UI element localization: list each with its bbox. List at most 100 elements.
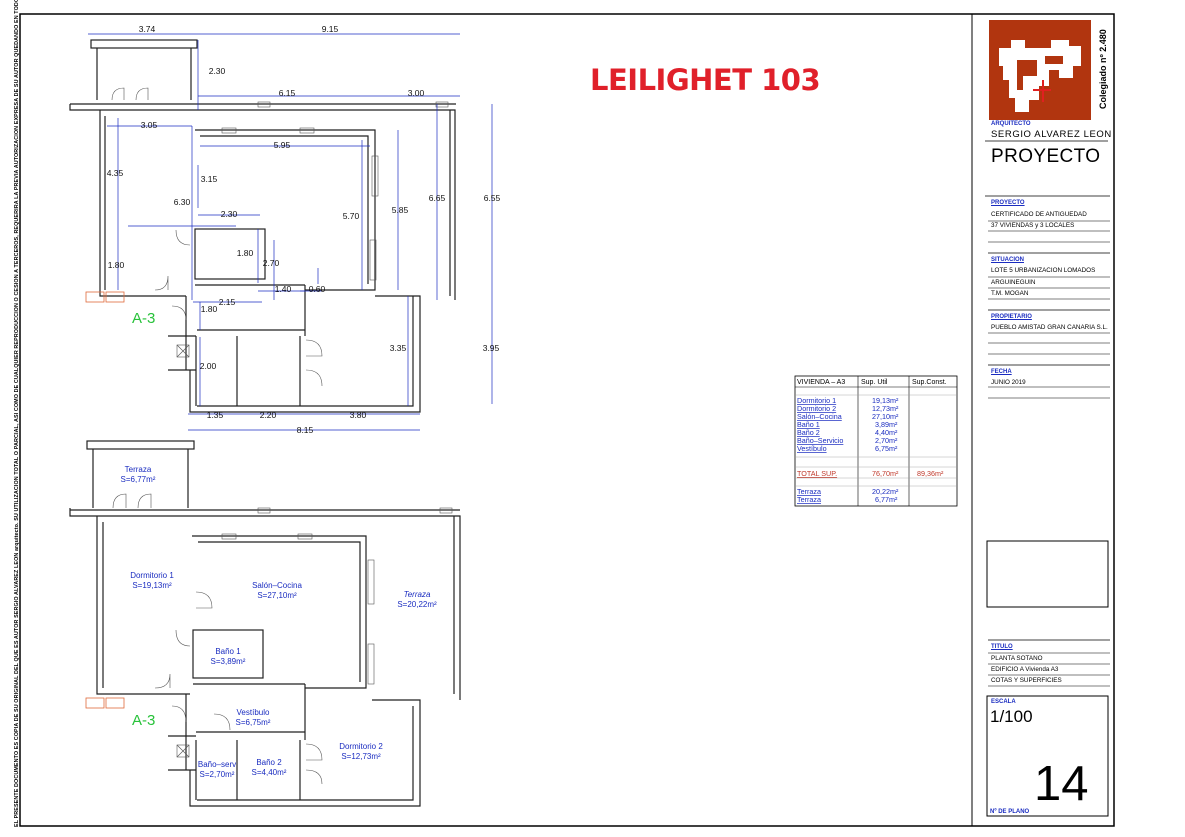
room-name: Baño–serv bbox=[198, 760, 236, 769]
architect-name: SERGIO ALVAREZ LEON bbox=[991, 129, 1112, 140]
dimension-label: 6.15 bbox=[279, 88, 296, 98]
dimension-label: 5.70 bbox=[343, 211, 360, 221]
table-header-util: Sup. Util bbox=[861, 379, 888, 386]
room-name: Terraza bbox=[125, 465, 152, 474]
plano-label: Nº DE PLANO bbox=[990, 809, 1030, 815]
table-room-area: 12,73m² bbox=[872, 404, 899, 413]
page-title: LEILIGHET 103 bbox=[590, 63, 821, 97]
table-total-util: 76,70m² bbox=[872, 469, 899, 478]
architect-label: ARQUITECTO bbox=[991, 121, 1031, 127]
proyecto-label: PROYECTO bbox=[991, 200, 1025, 206]
table-header-const: Sup.Const. bbox=[912, 379, 947, 386]
dimension-label: 3.15 bbox=[201, 174, 218, 184]
titulo-line-3: COTAS Y SUPERFICIES bbox=[991, 677, 1062, 684]
room-area: S=6,75m² bbox=[236, 718, 271, 727]
table-room-area: 27,10m² bbox=[872, 412, 899, 421]
dimension-label: 3.95 bbox=[483, 343, 500, 353]
dimension-label: 6.30 bbox=[174, 197, 191, 207]
table-room-area: 19,13m² bbox=[872, 396, 899, 405]
room-area: S=27,10m² bbox=[257, 591, 297, 600]
dimension-label: 2.70 bbox=[263, 258, 280, 268]
dimension-label: 3.80 bbox=[350, 410, 367, 420]
propietario-line-1: PUEBLO AMISTAD GRAN CANARIA S.L. bbox=[991, 324, 1108, 331]
table-room-name: Vestíbulo bbox=[797, 444, 827, 453]
titulo-label: TITULO bbox=[991, 644, 1013, 650]
dimension-label: 2.20 bbox=[260, 410, 277, 420]
dimension-label: 5.95 bbox=[274, 140, 291, 150]
titulo-line-2: EDIFICIO A Vivienda A3 bbox=[991, 666, 1059, 673]
proyecto-line-2: 37 VIVIENDAS y 3 LOCALES bbox=[991, 222, 1075, 229]
situacion-line-3: T.M. MOGAN bbox=[991, 290, 1029, 297]
fecha-label: FECHA bbox=[991, 369, 1012, 375]
dimension-label: 1.80 bbox=[237, 248, 254, 258]
plan-walls bbox=[69, 39, 456, 413]
table-total-label: TOTAL SUP. bbox=[797, 469, 837, 478]
dimension-label: 8.15 bbox=[297, 425, 314, 435]
titulo-line-1: PLANTA SOTANO bbox=[991, 655, 1043, 662]
table-room-area: 3,89m² bbox=[875, 420, 898, 429]
room-area: S=12,73m² bbox=[341, 752, 381, 761]
room-name: Baño 2 bbox=[256, 758, 282, 767]
room-name: Vestíbulo bbox=[237, 708, 270, 717]
room-area: S=2,70m² bbox=[200, 770, 235, 779]
room-name: Terraza bbox=[404, 590, 431, 599]
room-name: Salón–Cocina bbox=[252, 581, 302, 590]
situacion-line-2: ARGUINEGUIN bbox=[991, 279, 1036, 286]
table-room-name: Dormitorio 2 bbox=[797, 404, 836, 413]
room-name: Baño 1 bbox=[215, 647, 241, 656]
escala-value: 1/100 bbox=[990, 707, 1033, 726]
escala-label: ESCALA bbox=[991, 699, 1016, 705]
architect-logo bbox=[989, 20, 1091, 120]
table-terrace-area: 20,22m² bbox=[872, 487, 899, 496]
dimension-label: 2.15 bbox=[219, 297, 236, 307]
dimension-label: 9.15 bbox=[322, 24, 339, 34]
unit-tag-bottom: A-3 bbox=[132, 712, 155, 729]
dimension-label: 6.55 bbox=[484, 193, 501, 203]
dimension-label: 2.00 bbox=[200, 361, 217, 371]
situacion-line-1: LOTE 5 URBANIZACION LOMADOS bbox=[991, 267, 1096, 274]
table-room-area: 2,70m² bbox=[875, 436, 898, 445]
dimension-label: 3.05 bbox=[141, 120, 158, 130]
table-terrace-name: Terraza bbox=[797, 495, 821, 504]
dimension-label: 3.74 bbox=[139, 24, 156, 34]
dimension-label: 3.35 bbox=[390, 343, 407, 353]
fecha-value: JUNIO 2019 bbox=[991, 379, 1026, 386]
floorplan-logo-icon bbox=[999, 40, 1081, 112]
plan-dimension-labels: 3.74 9.15 2.30 6.15 3.00 3.05 5.95 4.35 … bbox=[107, 24, 501, 435]
dimension-label: 3.00 bbox=[408, 88, 425, 98]
table-room-name: Salón–Cocina bbox=[797, 412, 842, 421]
table-header-unit: VIVIENDA – A3 bbox=[797, 379, 845, 386]
situacion-label: SITUACION bbox=[991, 257, 1024, 263]
dimension-label: 2.30 bbox=[221, 209, 238, 219]
plano-number: 14 bbox=[1034, 757, 1089, 811]
propietario-label: PROPIETARIO bbox=[991, 314, 1032, 320]
room-name: Dormitorio 1 bbox=[130, 571, 174, 580]
proyecto-line-1: CERTIFICADO DE ANTIGUEDAD bbox=[991, 211, 1087, 218]
proyecto-heading: PROYECTO bbox=[991, 146, 1101, 167]
room-area: S=6,77m² bbox=[121, 475, 156, 484]
dimension-label: 2.30 bbox=[209, 66, 226, 76]
table-room-name: Baño 1 bbox=[797, 420, 820, 429]
table-room-name: Baño 2 bbox=[797, 428, 820, 437]
table-total-const: 89,36m² bbox=[917, 469, 944, 478]
table-room-name: Dormitorio 1 bbox=[797, 396, 836, 405]
dimension-label: 6.65 bbox=[429, 193, 446, 203]
dimension-label: 1.80 bbox=[108, 260, 125, 270]
dimension-label: 1.40 bbox=[275, 284, 292, 294]
dimension-label: 1.35 bbox=[207, 410, 224, 420]
table-terrace-area: 6,77m² bbox=[875, 495, 898, 504]
dimension-label: 0.60 bbox=[309, 284, 326, 294]
room-labels: Terraza S=6,77m² Dormitorio 1 S=19,13m² … bbox=[121, 465, 437, 779]
room-name: Dormitorio 2 bbox=[339, 742, 383, 751]
dimension-label: 1.80 bbox=[201, 304, 218, 314]
dimension-label: 4.35 bbox=[107, 168, 124, 178]
table-room-name: Baño–Servicio bbox=[797, 436, 843, 445]
dimension-label: 5.85 bbox=[392, 205, 409, 215]
room-area: S=4,40m² bbox=[252, 768, 287, 777]
room-area: S=3,89m² bbox=[211, 657, 246, 666]
